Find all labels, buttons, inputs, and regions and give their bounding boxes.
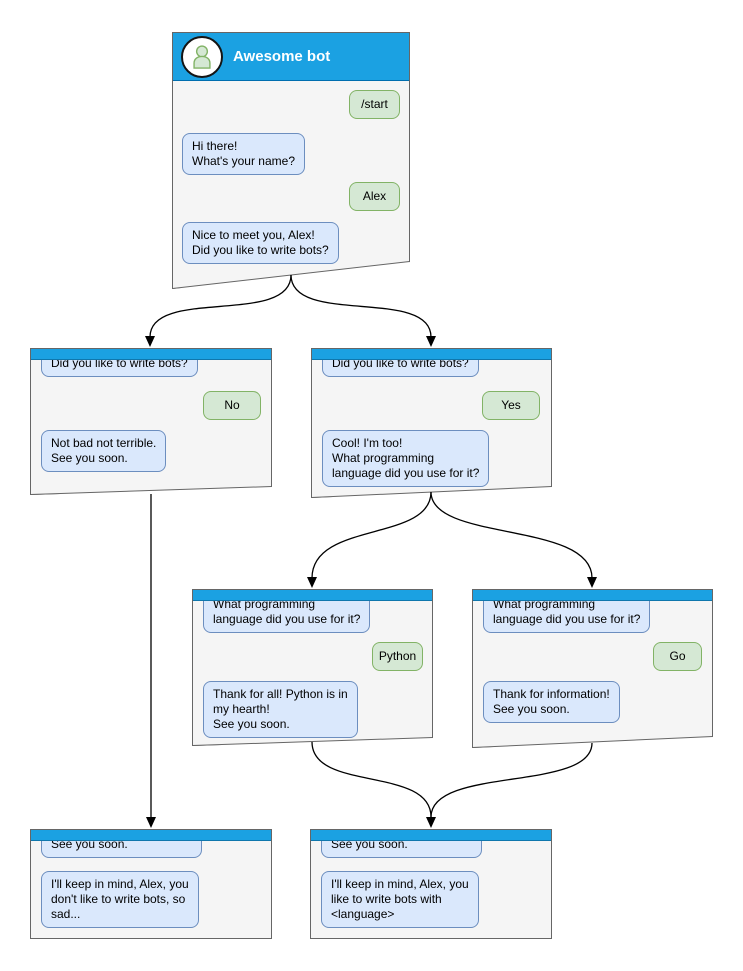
arrowhead-to-python xyxy=(307,577,317,588)
window-titlebar: Awesome bot xyxy=(173,33,409,81)
person-icon xyxy=(188,43,216,71)
arrowhead-to-no xyxy=(145,336,155,347)
user-message-bubble: Yes xyxy=(482,391,540,420)
user-message-bubble: No xyxy=(203,391,261,420)
connector-go-to-end-yes xyxy=(430,742,593,818)
bot-message-bubble: I'll keep in mind, Alex, you like to wri… xyxy=(321,871,479,928)
bot-message-bubble: Hi there! What's your name? xyxy=(182,133,305,175)
connector-python-to-end-yes xyxy=(311,741,432,818)
window-topbar xyxy=(31,349,271,360)
connector-yes-to-python xyxy=(311,491,432,579)
arrowhead-to-go xyxy=(587,577,597,588)
chat-window-branch-go: What programming language did you use fo… xyxy=(472,589,713,748)
bot-message-bubble: Thank for information! See you soon. xyxy=(483,681,620,723)
chat-window-branch-no: Did you like to write bots? No Not bad n… xyxy=(30,348,272,495)
user-message-bubble: Alex xyxy=(349,182,400,211)
window-topbar xyxy=(193,590,432,601)
arrowhead-to-end-yes xyxy=(426,817,436,828)
connector-main-to-no xyxy=(149,274,292,338)
window-title: Awesome bot xyxy=(233,48,331,65)
bot-message-bubble: Cool! I'm too! What programming language… xyxy=(322,430,489,487)
bot-message-bubble: Thank for all! Python is in my hearth! S… xyxy=(203,681,358,738)
window-topbar xyxy=(31,830,271,841)
connector-main-to-yes xyxy=(290,274,432,338)
user-message-bubble: Python xyxy=(372,642,423,671)
chat-window-branch-python: What programming language did you use fo… xyxy=(192,589,433,746)
bot-avatar xyxy=(181,36,223,78)
user-message-bubble: /start xyxy=(349,90,400,119)
bot-message-bubble: Not bad not terrible. See you soon. xyxy=(41,430,166,472)
chat-window-branch-yes: Did you like to write bots? Yes Cool! I'… xyxy=(311,348,552,498)
bot-message-bubble: I'll keep in mind, Alex, you don't like … xyxy=(41,871,199,928)
user-message-bubble: Go xyxy=(653,642,702,671)
window-topbar xyxy=(473,590,712,601)
arrowhead-to-yes xyxy=(426,336,436,347)
chat-window-end-yes: See you soon. I'll keep in mind, Alex, y… xyxy=(310,829,552,939)
arrowhead-to-end-no xyxy=(146,817,156,828)
bot-message-bubble: Nice to meet you, Alex! Did you like to … xyxy=(182,222,339,264)
chat-window-end-no: See you soon. I'll keep in mind, Alex, y… xyxy=(30,829,272,939)
window-topbar xyxy=(311,830,551,841)
window-topbar xyxy=(312,349,551,360)
chat-window-main: Awesome bot /start Hi there! What's your… xyxy=(172,32,410,289)
connector-yes-to-go xyxy=(430,491,593,579)
